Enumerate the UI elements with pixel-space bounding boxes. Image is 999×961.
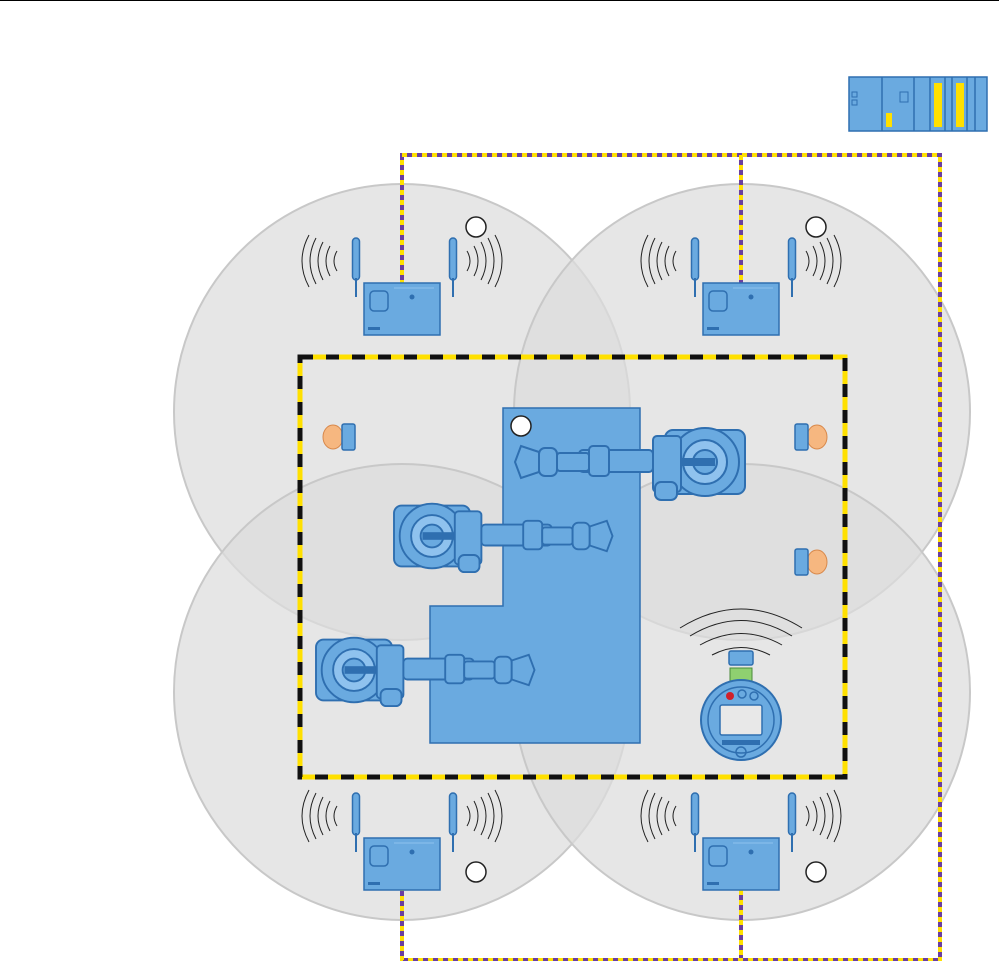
callout-marker: [466, 862, 486, 882]
callout-marker: [806, 862, 826, 882]
callout-marker: [466, 217, 486, 237]
operator-icon: [795, 424, 827, 450]
plc-controller-icon: [849, 77, 987, 131]
operator-icon: [323, 424, 355, 450]
callout-marker: [511, 416, 531, 436]
operator-icon: [795, 549, 827, 575]
callout-marker: [806, 217, 826, 237]
